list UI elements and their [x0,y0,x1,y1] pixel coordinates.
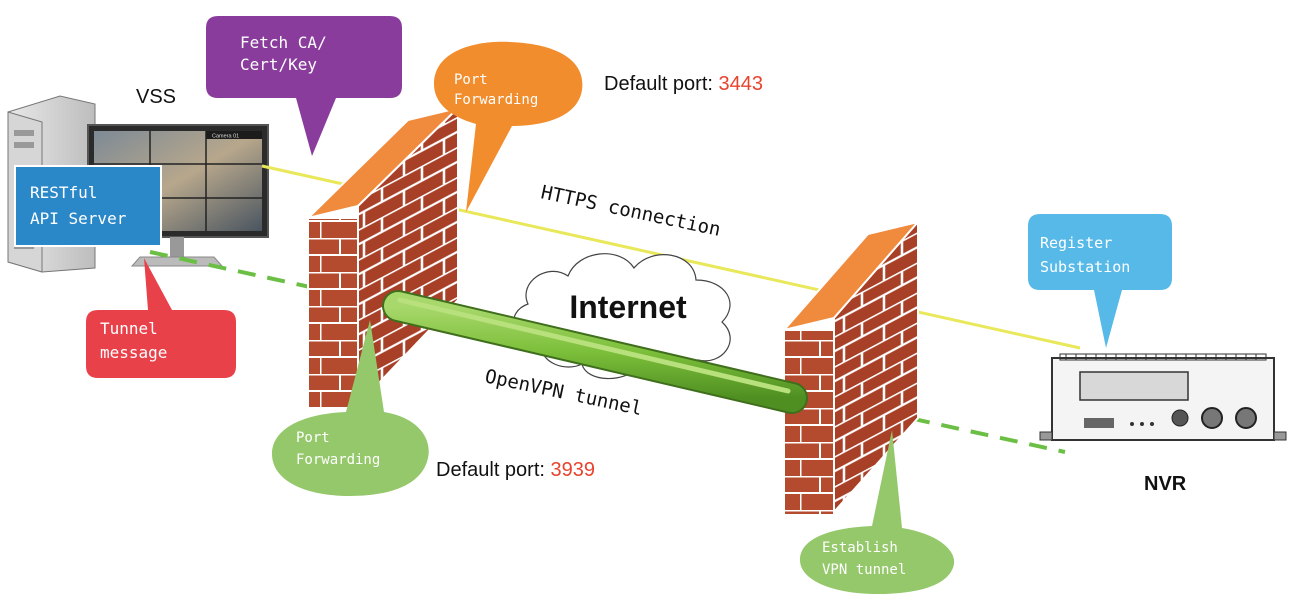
openvpn-tunnel-pipe [382,290,808,414]
fetch-callout-line2: Cert/Key [240,55,317,74]
fetch-cert-callout: Fetch CA/ Cert/Key [206,16,402,156]
restful-api-server-box: RESTful API Server [14,165,162,247]
left-firewall-front [307,217,359,409]
api-label-line2: API Server [30,209,127,228]
internet-label: Internet [569,289,687,325]
register-line2: Substation [1040,258,1130,276]
tunnel-message-callout: Tunnel message [86,258,236,378]
nvr-device-icon [1039,353,1287,441]
establish-line1: Establish [822,540,898,556]
default-port-top: Default port: 3443 [604,73,763,95]
nvr-label: NVR [1144,473,1187,495]
default-port-top-prefix: Default port: [604,73,719,95]
monitor-caption: Camera 01 [212,134,239,140]
api-label-line1: RESTful [30,183,97,202]
establish-line2: VPN tunnel [822,562,906,578]
tunnel-msg-line2: message [100,343,167,362]
port-forwarding-bottom-callout: Port Forwarding [272,320,429,496]
port-fwd-bottom-line1: Port [296,430,330,446]
register-line1: Register [1040,234,1112,252]
fetch-callout-line1: Fetch CA/ [240,33,327,52]
register-substation-callout: Register Substation [1028,214,1172,348]
default-port-bottom-prefix: Default port: [436,459,551,481]
port-fwd-bottom-line2: Forwarding [296,452,380,468]
default-port-top-value: 3443 [719,73,764,95]
nvr-device: NVR [1039,353,1287,495]
port-forwarding-top-callout: Port Forwarding [434,41,583,213]
default-port-bottom-value: 3939 [551,459,596,481]
port-fwd-top-line2: Forwarding [454,92,538,108]
tunnel-msg-line1: Tunnel [100,319,158,338]
establish-vpn-callout: Establish VPN tunnel [800,430,955,594]
left-firewall [304,105,462,409]
https-connection-label: HTTPS connection [539,181,723,241]
default-port-bottom: Default port: 3939 [436,459,595,481]
port-fwd-top-line1: Port [454,72,488,88]
right-firewall-front [783,329,835,516]
right-firewall [781,219,921,516]
vss-label: VSS [136,86,176,108]
